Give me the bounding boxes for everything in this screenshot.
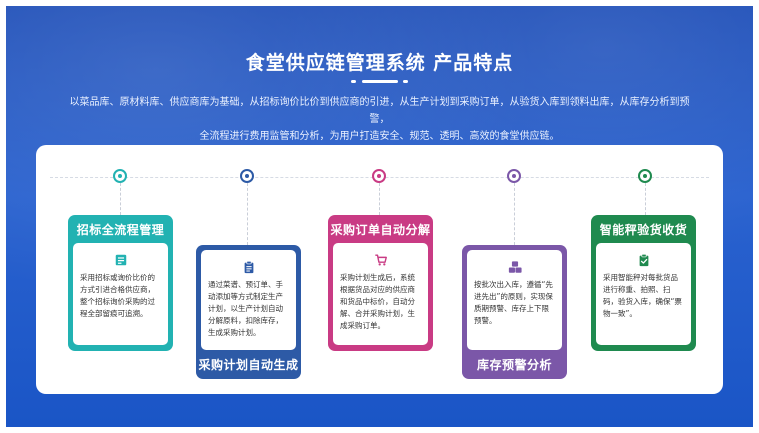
feature-card-body: 采用智能秤对每批货品进行称重、拍照、扫码，验货入库，确保“票物一致”。 (596, 243, 691, 345)
check-clipboard-icon (639, 253, 648, 267)
timeline-node (507, 169, 521, 183)
cart-icon (374, 254, 387, 266)
boxes-icon (508, 261, 522, 273)
feature-card-order-split: 采购订单自动分解 采购计划生成后，系统根据货品对应的供应商和货品中标价，自动分解… (328, 215, 433, 351)
feature-card-inventory-alert: 按批次出入库，遵循“先进先出”的原则，实现保质期预警、库存上下限预警。 库存预警… (462, 245, 567, 379)
features-panel: 招标全流程管理 采用招标或询价比价的方式引进合格供应商，整个招标询价采购的过程全… (36, 145, 723, 394)
document-icon (115, 254, 126, 266)
timeline-stem (514, 183, 516, 245)
feature-card-title: 招标全流程管理 (76, 222, 165, 237)
feature-card-body: 采用招标或询价比价的方式引进合格供应商，整个招标询价采购的过程全部留痕可追溯。 (73, 243, 168, 345)
title-decoration-dot (403, 80, 408, 83)
feature-card-smart-scale: 智能秤验货收货 采用智能秤对每批货品进行称重、拍照、扫码，验货入库，确保“票物一… (591, 215, 696, 351)
slide-background: 食堂供应链管理系统 产品特点 以菜品库、原材料库、供应商库为基础，从招标询价比价… (6, 6, 753, 427)
title-decoration-dot (351, 80, 356, 83)
intro-line: 以菜品库、原材料库、供应商库为基础，从招标询价比价到供应商的引进，从生产计划到采… (69, 97, 690, 125)
feature-card-body: 按批次出入库，遵循“先进先出”的原则，实现保质期预警、库存上下限预警。 (467, 250, 562, 350)
feature-card-title: 采购计划自动生成 (198, 357, 299, 372)
timeline-node (240, 169, 254, 183)
feature-card-body: 通过菜谱、预订单、手动添加等方式制定生产计划，以生产计划自动分解原料，扣除库存，… (201, 250, 296, 350)
feature-card-bidding: 招标全流程管理 采用招标或询价比价的方式引进合格供应商，整个招标询价采购的过程全… (68, 215, 173, 351)
feature-card-purchase-plan: 通过菜谱、预订单、手动添加等方式制定生产计划，以生产计划自动分解原料，扣除库存，… (196, 245, 301, 379)
timeline-stem (379, 183, 381, 215)
timeline-node (372, 169, 386, 183)
timeline-node (638, 169, 652, 183)
timeline-stem (247, 183, 249, 245)
feature-card-title: 智能秤验货收货 (599, 222, 688, 237)
feature-card-text: 采用招标或询价比价的方式引进合格供应商，整个招标询价采购的过程全部留痕可追溯。 (80, 273, 155, 318)
timeline-stem (645, 183, 647, 215)
feature-card-text: 按批次出入库，遵循“先进先出”的原则，实现保质期预警、库存上下限预警。 (474, 280, 553, 325)
clipboard-icon (244, 260, 253, 274)
feature-card-text: 通过菜谱、预订单、手动添加等方式制定生产计划，以生产计划自动分解原料，扣除库存，… (208, 280, 283, 337)
intro-line: 全流程进行费用监管和分析，为用户打造安全、规范、透明、高效的食堂供应链。 (199, 131, 560, 142)
feature-card-text: 采购计划生成后，系统根据货品对应的供应商和货品中标价，自动分解、合并采购计划，生… (340, 273, 415, 330)
feature-card-title: 采购订单自动分解 (330, 222, 431, 237)
feature-card-text: 采用智能秤对每批货品进行称重、拍照、扫码，验货入库，确保“票物一致”。 (603, 273, 682, 318)
feature-card-title: 库存预警分析 (476, 357, 552, 372)
timeline-node (113, 169, 127, 183)
intro-text: 以菜品库、原材料库、供应商库为基础，从招标询价比价到供应商的引进，从生产计划到采… (66, 94, 693, 145)
timeline-stem (120, 183, 122, 215)
page-title: 食堂供应链管理系统 产品特点 (245, 52, 514, 74)
title-underline (362, 80, 398, 83)
feature-card-body: 采购计划生成后，系统根据货品对应的供应商和货品中标价，自动分解、合并采购计划，生… (333, 243, 428, 345)
